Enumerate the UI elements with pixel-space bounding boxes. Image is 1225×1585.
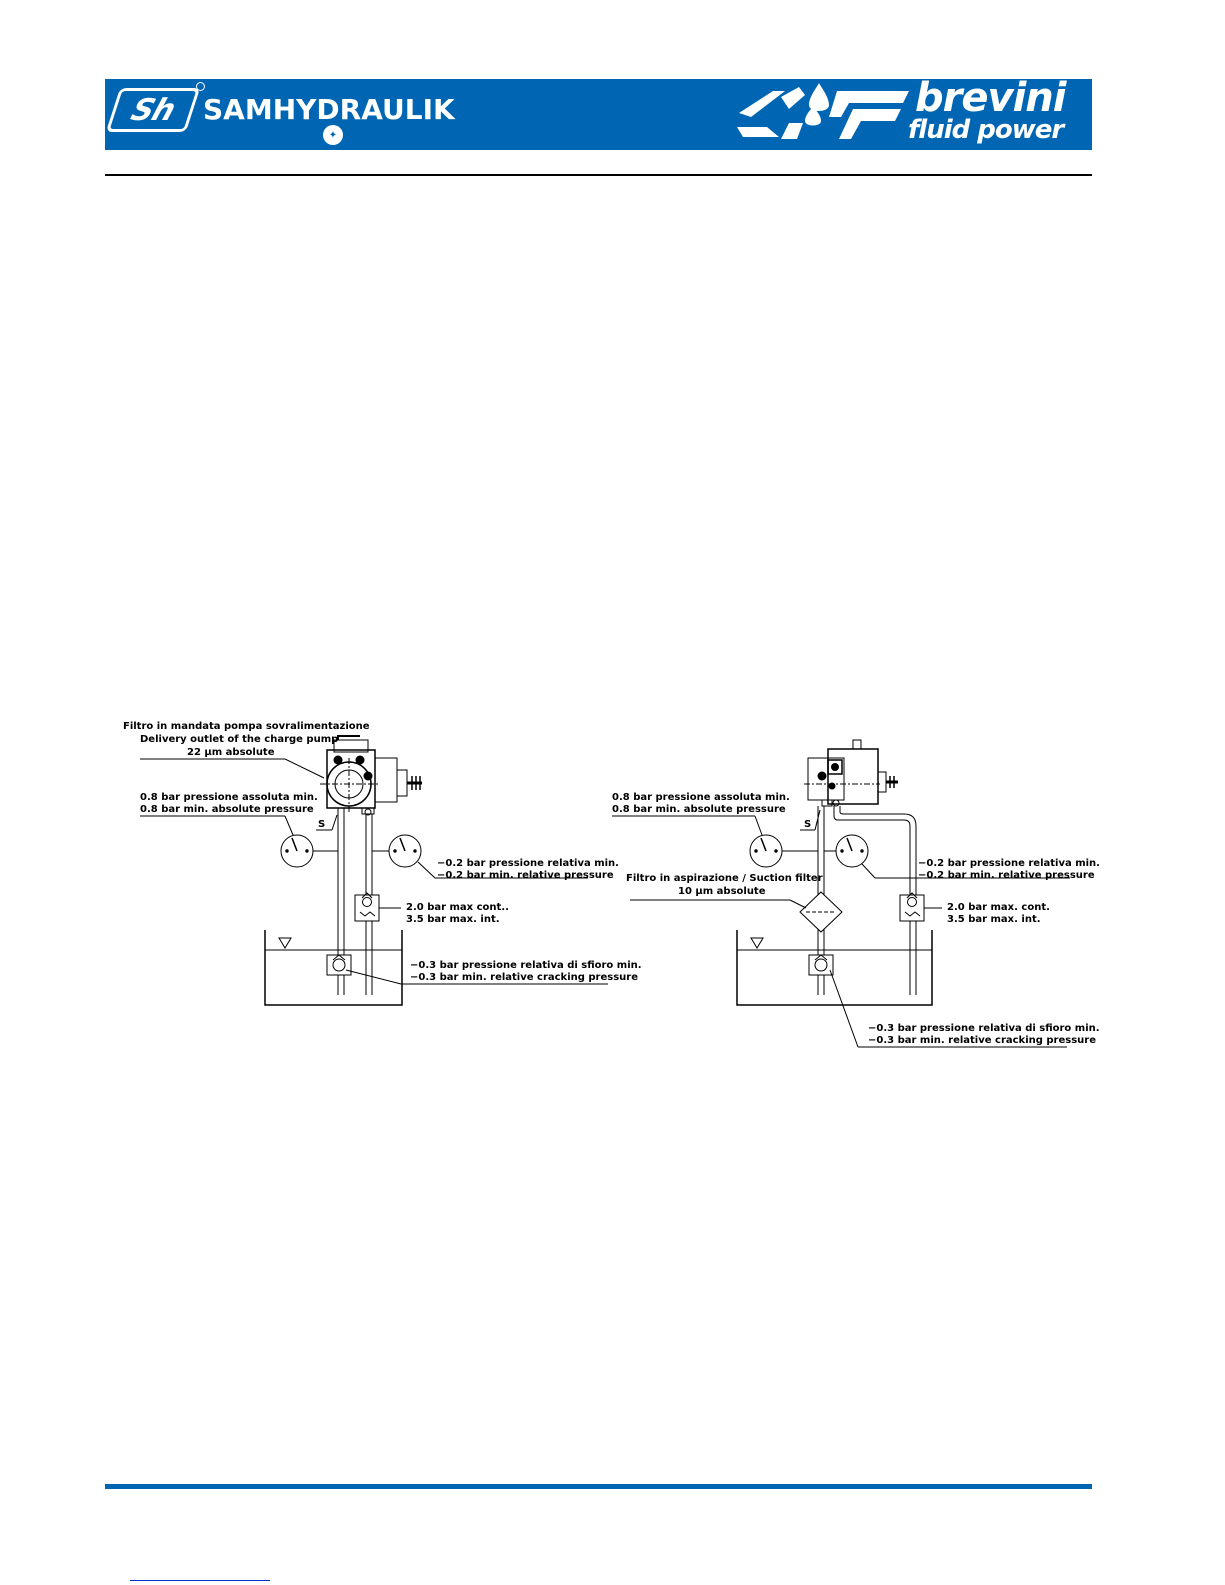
left-filter-note-line3: 22 μm absolute xyxy=(187,747,275,758)
right-abs-pressure-line2: 0.8 bar min. absolute pressure xyxy=(612,804,786,815)
right-pump-drawing xyxy=(804,739,898,807)
left-valve-pressure-line1: 2.0 bar max cont.. xyxy=(406,902,509,913)
footer-link-underline[interactable] xyxy=(130,1580,270,1581)
right-abs-pressure-line1: 0.8 bar pressione assoluta min. xyxy=(612,792,790,803)
left-rel-pressure-line1: −0.2 bar pressione relativa min. xyxy=(437,858,619,869)
right-tank xyxy=(736,930,933,1006)
footer-divider xyxy=(105,1484,1092,1489)
brevini-logo-name: brevini xyxy=(915,75,1066,121)
left-cracking-pressure-line2: −0.3 bar min. relative cracking pressure xyxy=(410,972,638,983)
brevini-logo-mark-icon xyxy=(737,83,909,139)
right-cracking-pressure-line1: −0.3 bar pressione relativa di sfioro mi… xyxy=(868,1023,1100,1034)
left-filter-note-line2: Delivery outlet of the charge pump xyxy=(140,734,338,745)
left-pump-drawing xyxy=(320,735,422,816)
right-filter-note-line1: Filtro in aspirazione / Suction filter xyxy=(626,873,823,884)
right-valve-pressure-line1: 2.0 bar max. cont. xyxy=(947,902,1050,913)
header-divider xyxy=(105,174,1092,176)
right-rel-pressure-line1: −0.2 bar pressione relativa min. xyxy=(918,858,1100,869)
header-band: Sh SAMHYDRAULIK ✦ brevini fluid power xyxy=(105,75,1092,150)
brevini-logo-subtitle: fluid power xyxy=(908,115,1064,145)
left-check-valve-icon xyxy=(326,954,352,976)
left-abs-pressure-line2: 0.8 bar min. absolute pressure xyxy=(140,804,314,815)
right-port-label: S xyxy=(804,819,811,830)
left-valve-pressure-line2: 3.5 bar max. int. xyxy=(406,914,500,925)
right-relief-valve-icon xyxy=(899,894,925,922)
right-cracking-pressure-line2: −0.3 bar min. relative cracking pressure xyxy=(868,1035,1096,1046)
left-filter-note-line1: Filtro in mandata pompa sovralimentazion… xyxy=(123,721,370,732)
left-port-label: S xyxy=(318,819,325,830)
left-relief-valve-icon xyxy=(354,894,380,922)
samhydraulik-logo-name: SAMHYDRAULIK xyxy=(203,93,455,126)
right-filter-note-line2: 10 μm absolute xyxy=(678,886,766,897)
registered-mark-icon xyxy=(196,82,205,91)
left-rel-pressure-line2: −0.2 bar min. relative pressure xyxy=(437,870,614,881)
right-circuit xyxy=(612,739,1070,1048)
right-rel-pressure-line2: −0.2 bar min. relative pressure xyxy=(918,870,1095,881)
left-cracking-pressure-line1: −0.3 bar pressione relativa di sfioro mi… xyxy=(410,960,642,971)
samhydraulik-emblem-icon: ✦ xyxy=(323,125,343,145)
left-abs-pressure-line1: 0.8 bar pressione assoluta min. xyxy=(140,792,318,803)
right-valve-pressure-line2: 3.5 bar max. int. xyxy=(947,914,1041,925)
right-check-valve-icon xyxy=(808,954,834,976)
left-tank xyxy=(264,930,403,1006)
left-circuit xyxy=(140,735,608,1006)
